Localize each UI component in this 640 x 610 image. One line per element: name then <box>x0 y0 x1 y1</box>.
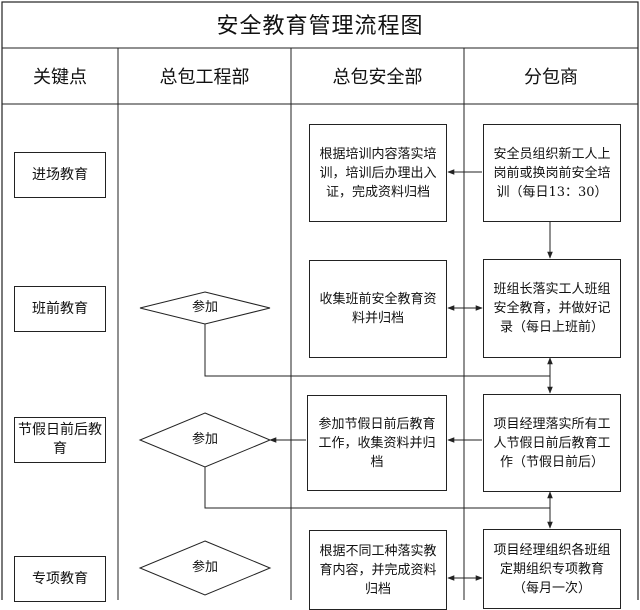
safety-step-box: 根据不同工种落实教育内容，并完成资料归档 <box>309 530 447 610</box>
safety-step-box: 收集班前安全教育资料并归档 <box>309 260 447 358</box>
connector <box>204 467 550 509</box>
key-point-box: 进场教育 <box>14 152 106 198</box>
safety-step-box: 参加节假日前后教育工作，收集资料并归档 <box>307 395 447 491</box>
subcontractor-step-box: 项目经理落实所有工人节假日前后教育工作（节假日前后） <box>483 394 621 492</box>
engineering-step-label: 参加 <box>191 300 218 315</box>
subcontractor-step-box: 安全员组织新工人上岗前或换岗前安全培训（每日13：30） <box>483 124 621 222</box>
engineering-step-label: 参加 <box>191 432 218 447</box>
column-header-engineering: 总包工程部 <box>159 67 250 88</box>
subcontractor-step-box: 项目经理组织各班组定期组织专项教育（每月一次） <box>483 529 621 609</box>
connector <box>204 324 550 377</box>
outer-frame <box>1 1 639 600</box>
column-header-safety: 总包安全部 <box>332 67 423 88</box>
decision-diamond <box>138 540 272 596</box>
engineering-step-label: 参加 <box>191 560 218 575</box>
subcontractor-step-box: 班组长落实工人班组安全教育，并做好记录（每日上班前） <box>483 259 621 358</box>
key-point-box: 专项教育 <box>14 556 106 602</box>
key-point-box: 节假日前后教育 <box>14 417 106 463</box>
column-header-key-points: 关键点 <box>33 67 87 88</box>
safety-step-box: 根据培训内容落实培训，培训后办理出入证，完成资料归档 <box>309 124 447 222</box>
diagram-title: 安全教育管理流程图 <box>216 14 424 39</box>
key-point-box: 班前教育 <box>14 286 106 332</box>
column-header-subcontractor: 分包商 <box>524 67 578 88</box>
